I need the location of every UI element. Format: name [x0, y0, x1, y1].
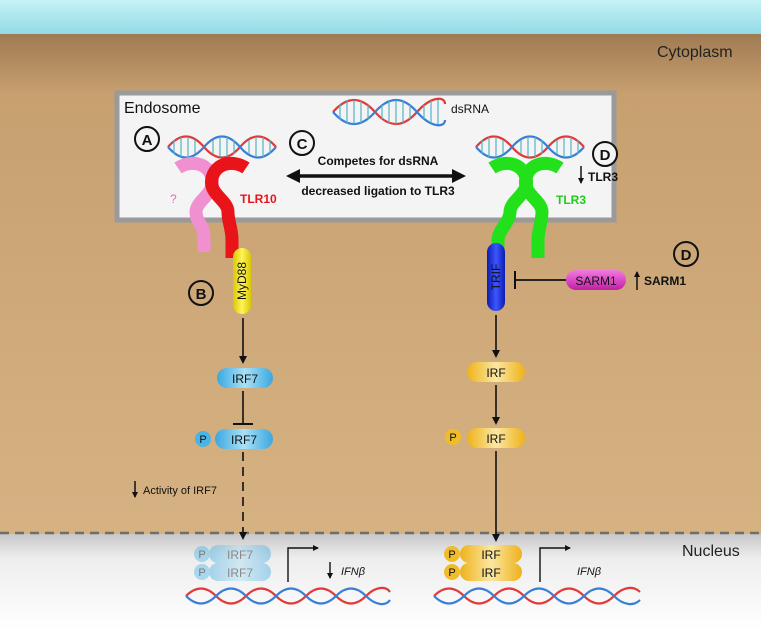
marker-d-top: D: [592, 141, 618, 167]
irf7-phospho: [195, 431, 211, 447]
dsrna-label: dsRNA: [451, 102, 489, 116]
sarm1-note: SARM1: [644, 274, 686, 288]
irf-phospho-label: P: [449, 432, 456, 444]
dsrna-left: [167, 135, 277, 159]
irf7-nuc-p2: P: [198, 567, 205, 579]
right-gene-label: IFNβ: [577, 566, 602, 578]
sarm1-label: SARM1: [575, 274, 617, 288]
irf7-nuc-label-1: IRF7: [227, 548, 253, 562]
irf7-nuc-p1: P: [198, 549, 205, 561]
irf-phosphorylated: [467, 428, 525, 448]
svg-text:D: D: [681, 247, 692, 264]
tlr10-label: TLR10: [240, 192, 277, 206]
trif-adaptor: [487, 243, 505, 311]
irf-dimer-nucleus: [444, 545, 522, 581]
competition-text-2: decreased ligation to TLR3: [301, 184, 455, 198]
nucleus-label: Nucleus: [682, 543, 740, 560]
irf-nuc-p1: P: [448, 549, 455, 561]
irf7-phospho-label: P: [199, 434, 206, 446]
competition-text-1: Competes for dsRNA: [318, 154, 439, 168]
irf-phospho: [445, 429, 461, 445]
irf-nuc-p2: P: [448, 567, 455, 579]
unknown-receptor-label: ?: [170, 192, 177, 206]
irf7-activity-note: Activity of IRF7: [143, 485, 217, 497]
irf7-nuc-label-2: IRF7: [227, 566, 253, 580]
irf-label: IRF: [486, 366, 505, 380]
nucleus-region: [0, 534, 761, 630]
irf-p-label: IRF: [486, 432, 505, 446]
dsrna-top: [332, 97, 447, 127]
unknown-receptor: [174, 156, 219, 252]
cytoplasm-label: Cytoplasm: [657, 44, 733, 61]
myd88-label: MyD88: [235, 262, 249, 300]
endosome-label: Endosome: [124, 100, 201, 117]
svg-text:A: A: [142, 132, 153, 149]
myd88-adaptor: [233, 248, 251, 314]
tlr3-note: TLR3: [588, 170, 618, 184]
sarm1-protein: [566, 270, 626, 290]
svg-text:D: D: [600, 147, 611, 164]
trif-label: TRIF: [489, 264, 503, 291]
tlr10-receptor: [205, 156, 250, 258]
left-promoter-arrow: [287, 545, 319, 582]
svg-text:B: B: [196, 286, 207, 303]
irf7-p-label: IRF7: [231, 433, 257, 447]
membrane-band: [0, 0, 761, 34]
irf-nuc-label-2: IRF: [481, 566, 500, 580]
marker-a: A: [134, 126, 160, 152]
irf-protein: [467, 362, 525, 382]
irf7-label: IRF7: [232, 372, 258, 386]
irf7-protein: [217, 368, 273, 388]
marker-b: B: [188, 280, 214, 306]
left-gene-label: IFNβ: [341, 566, 366, 578]
irf7-dimer-nucleus: [194, 545, 271, 581]
marker-d-right: D: [673, 241, 699, 267]
right-promoter-arrow: [539, 545, 571, 582]
tlr3-label: TLR3: [556, 193, 586, 207]
irf7-phosphorylated: [215, 429, 273, 449]
svg-text:C: C: [297, 136, 308, 153]
marker-c: C: [289, 130, 315, 156]
irf-nuc-label-1: IRF: [481, 548, 500, 562]
tlr3-receptor: [488, 156, 564, 258]
dsrna-right: [475, 135, 585, 159]
dna-right: [433, 586, 641, 606]
dna-left: [185, 586, 391, 606]
